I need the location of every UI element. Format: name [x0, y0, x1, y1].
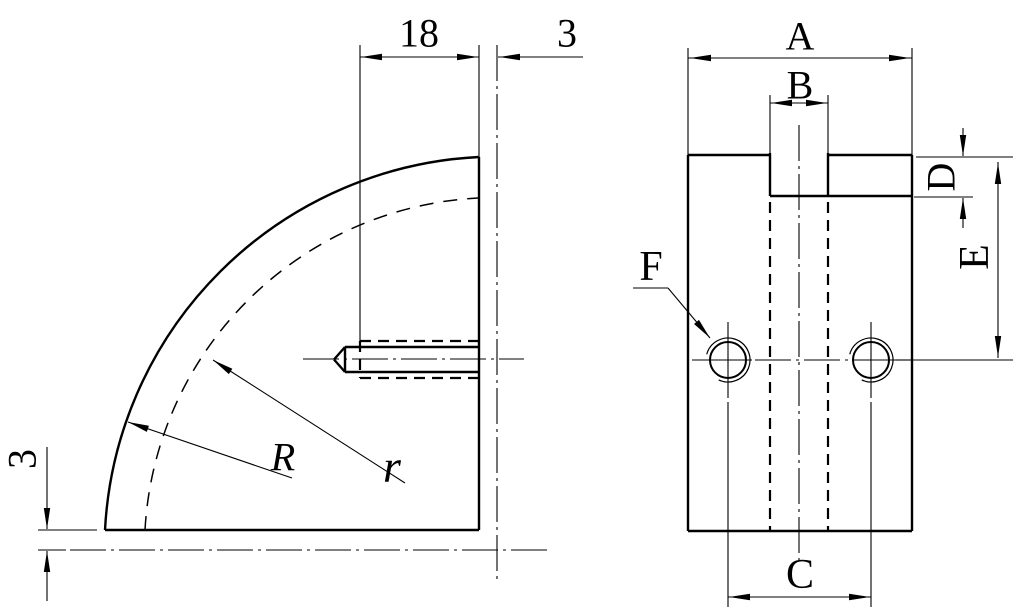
dim-18-label: 18: [399, 11, 439, 56]
arrow-E-up: [994, 163, 1002, 184]
arrow-B-left: [771, 99, 792, 107]
arrow-3-left-up: [43, 551, 51, 572]
dim-3-top-label: 3: [557, 11, 577, 56]
dim-D-label: D: [919, 163, 964, 192]
dim-B-label: B: [787, 63, 814, 108]
hole-F-label: F: [639, 244, 662, 290]
dim-C-label: C: [786, 552, 814, 598]
arrow-D-up: [959, 198, 967, 219]
lv-drill-cone-lower: [333, 358, 346, 373]
arrow-A-left: [690, 54, 711, 62]
dim-3-left-label: 3: [0, 449, 45, 469]
dim-E-label: E: [952, 244, 998, 270]
arrow-18-left: [361, 53, 382, 61]
radius-r-label: r: [383, 441, 402, 492]
arrow-C-right: [849, 593, 870, 601]
radius-r-leader: [212, 359, 406, 484]
rv-hole-right-circle: [852, 341, 890, 379]
rv-hole-right-thread-arc: [849, 337, 894, 383]
arrow-D-down: [959, 135, 967, 156]
arrow-3-left-down: [43, 508, 51, 529]
radius-R-leader: [127, 421, 293, 479]
arrow-A-right: [889, 54, 910, 62]
arrow-R: [128, 422, 149, 432]
arrow-F: [694, 319, 710, 338]
lv-inner-arc-hidden: [144, 197, 479, 531]
arrow-r: [213, 360, 233, 375]
arrow-B-right: [806, 99, 827, 107]
arrow-C-left: [729, 593, 750, 601]
rv-hole-left-circle: [709, 341, 747, 379]
rv-hole-left-thread-arc: [706, 337, 751, 383]
arrow-3-top: [499, 53, 520, 61]
arrow-E-down: [994, 336, 1002, 357]
arrow-18-right: [457, 53, 478, 61]
lv-outer-arc: [103, 155, 480, 531]
dim-A-label: A: [786, 14, 815, 59]
lv-drill-cone-upper: [333, 346, 346, 361]
radius-R-label: R: [270, 435, 295, 480]
